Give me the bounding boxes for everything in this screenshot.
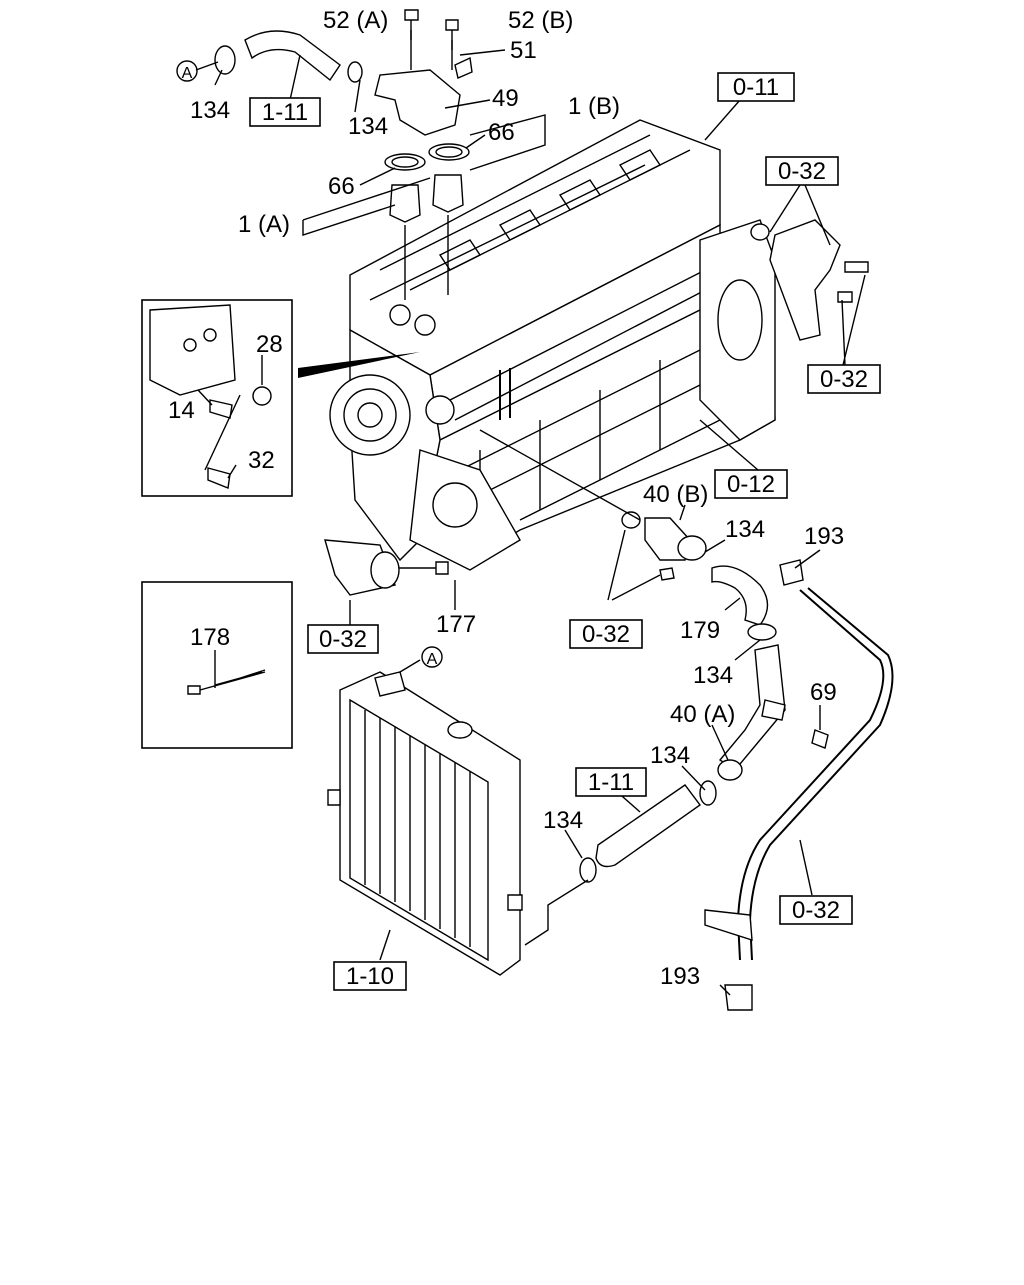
lower-hose-drawing (524, 780, 717, 946)
ref-box-1-10: 1-10 (333, 961, 407, 991)
thermostat-housing-drawing (214, 9, 473, 300)
inset-top-left (141, 299, 420, 497)
label-1a: 1 (A) (238, 211, 290, 238)
radiator-drawing (327, 671, 523, 976)
label-40a: 40 (A) (670, 701, 735, 728)
label-1b: 1 (B) (568, 93, 620, 120)
circle-ref-a-bottom: A (421, 646, 443, 668)
label-66-left: 66 (328, 173, 355, 200)
svg-text:0-32: 0-32 (319, 626, 367, 653)
part-labels: 52 (A) 52 (B) 51 49 1 (B) 66 66 1 (A) 13… (168, 7, 844, 990)
svg-text:0-32: 0-32 (792, 897, 840, 924)
label-134-bottom: 134 (650, 742, 690, 769)
label-178: 178 (190, 624, 230, 651)
circle-ref-a-top: A (176, 60, 198, 82)
label-179: 179 (680, 617, 720, 644)
ref-box-0-32-mid-center: 0-32 (569, 619, 643, 649)
label-193-top: 193 (804, 523, 844, 550)
label-177: 177 (436, 611, 476, 638)
ref-box-0-11: 0-11 (717, 72, 795, 102)
label-134-top-left: 134 (190, 97, 230, 124)
label-134-bottom2: 134 (543, 807, 583, 834)
label-66-right: 66 (488, 119, 515, 146)
label-49: 49 (492, 85, 519, 112)
svg-text:1-11: 1-11 (588, 769, 634, 796)
circle-ref-a-top-text: A (182, 65, 193, 82)
svg-text:0-12: 0-12 (727, 471, 775, 498)
hose-179-drawing (711, 565, 769, 626)
inset-bottom-left (141, 581, 293, 749)
label-193-bottom: 193 (660, 963, 700, 990)
circle-ref-a-bottom-text: A (427, 651, 438, 668)
pipe-40a-drawing (717, 623, 829, 781)
label-40b: 40 (B) (643, 481, 708, 508)
svg-text:0-11: 0-11 (733, 74, 779, 101)
svg-text:0-32: 0-32 (778, 158, 826, 185)
ref-box-1-11-top: 1-11 (249, 97, 321, 127)
svg-text:1-10: 1-10 (346, 963, 394, 990)
engine-block-drawing (329, 119, 776, 571)
ref-box-0-12: 0-12 (714, 469, 788, 499)
label-51: 51 (510, 37, 537, 64)
label-52a: 52 (A) (323, 7, 388, 34)
label-134-top: 134 (348, 113, 388, 140)
label-14: 14 (168, 397, 195, 424)
bracket-drawing (324, 539, 449, 596)
label-52b: 52 (B) (508, 7, 573, 34)
bypass-pipe-drawing (704, 559, 894, 1011)
water-pump-outlet-drawing (479, 429, 707, 581)
leader-lines (195, 30, 866, 996)
label-32: 32 (248, 447, 275, 474)
svg-text:1-11: 1-11 (262, 99, 308, 126)
svg-text:0-32: 0-32 (820, 366, 868, 393)
ref-box-1-11-bottom: 1-11 (575, 767, 647, 797)
label-28: 28 (256, 331, 283, 358)
ref-box-0-32-mid-left: 0-32 (307, 624, 379, 654)
ref-box-0-32-bottom-right: 0-32 (779, 895, 853, 925)
ref-box-0-32-top-right: 0-32 (765, 156, 839, 186)
water-outlet-drawing (750, 219, 869, 341)
label-134-mid: 134 (725, 516, 765, 543)
label-69: 69 (810, 679, 837, 706)
ref-box-0-32-right: 0-32 (807, 364, 881, 394)
label-134-mid2: 134 (693, 662, 733, 689)
svg-text:0-32: 0-32 (582, 621, 630, 648)
